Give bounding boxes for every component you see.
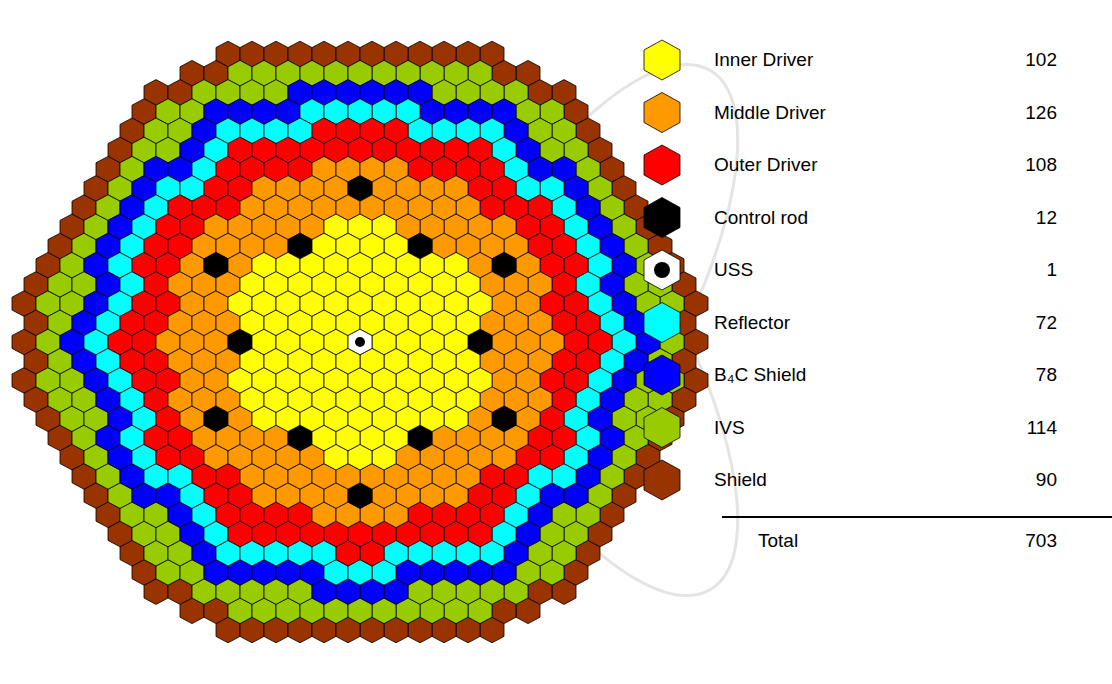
count-number: 102 bbox=[1025, 49, 1057, 71]
legend-swatch-dot bbox=[654, 262, 670, 278]
legend-text: IVS bbox=[714, 417, 745, 439]
core-map bbox=[12, 41, 708, 643]
legend-text: Inner Driver bbox=[714, 49, 813, 71]
legend-text: B₄C Shield bbox=[714, 364, 806, 386]
legend-text: Outer Driver bbox=[714, 154, 817, 176]
legend-swatch bbox=[644, 460, 680, 500]
legend-swatch bbox=[644, 93, 680, 133]
legend-swatch bbox=[644, 355, 680, 395]
count-number: 126 bbox=[1025, 102, 1057, 124]
count-number: 12 bbox=[1036, 207, 1057, 229]
legend-text: Control rod bbox=[714, 207, 808, 229]
count-number: 108 bbox=[1025, 154, 1057, 176]
legend-swatch bbox=[644, 198, 680, 238]
legend-swatch bbox=[644, 145, 680, 185]
legend-swatch bbox=[644, 40, 680, 80]
count-number: 72 bbox=[1036, 312, 1057, 334]
core-assembly bbox=[348, 329, 372, 355]
count-number: 1 bbox=[1046, 259, 1057, 281]
count-number: 78 bbox=[1036, 364, 1057, 386]
legend-text: Reflector bbox=[714, 312, 790, 334]
legend-swatch bbox=[644, 408, 680, 448]
count-number: 90 bbox=[1036, 469, 1057, 491]
total-label: Total bbox=[758, 530, 798, 552]
legend-swatches bbox=[644, 40, 680, 500]
legend-text: USS bbox=[714, 259, 753, 281]
uss-dot bbox=[355, 337, 365, 347]
legend-text: Shield bbox=[714, 469, 767, 491]
legend-swatch bbox=[644, 303, 680, 343]
legend-swatch bbox=[644, 250, 680, 290]
total-rule bbox=[722, 516, 1112, 518]
count-number: 114 bbox=[1027, 417, 1057, 439]
count-number: 703 bbox=[1025, 530, 1057, 552]
legend-text: Middle Driver bbox=[714, 102, 826, 124]
